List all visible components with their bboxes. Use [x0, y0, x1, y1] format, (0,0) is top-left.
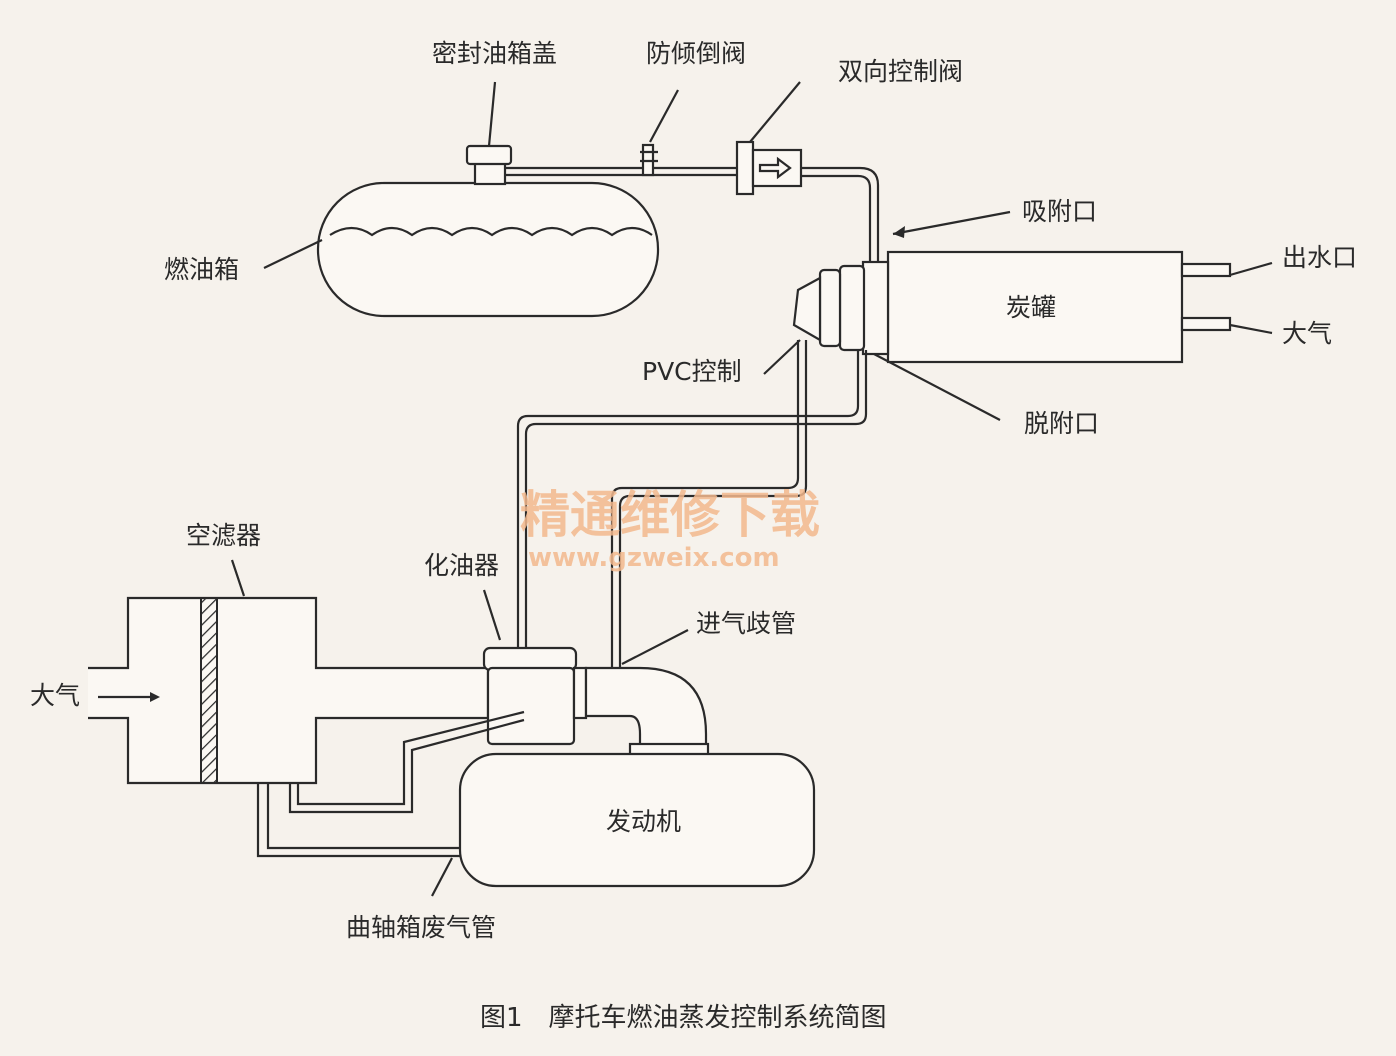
label-canister: 炭罐 [1006, 293, 1056, 322]
label-pvc-control: PVC控制 [642, 357, 742, 386]
rollover-valve [640, 143, 658, 177]
label-crankcase-pipe: 曲轴箱废气管 [346, 913, 496, 942]
label-fuel-tank: 燃油箱 [164, 255, 239, 284]
watermark-url: www.gzweix.com [528, 543, 780, 573]
figure-caption: 图1 摩托车燃油蒸发控制系统简图 [480, 1003, 887, 1033]
label-air-filter: 空滤器 [186, 521, 261, 550]
label-sealed-cap: 密封油箱盖 [432, 39, 557, 68]
label-water-outlet: 出水口 [1282, 243, 1357, 272]
adsorption-pipe [801, 166, 880, 266]
fuel-tank [316, 144, 660, 318]
label-carburetor: 化油器 [424, 551, 499, 580]
label-atmosphere-right: 大气 [1282, 319, 1332, 348]
carburetor [482, 646, 588, 746]
label-engine: 发动机 [606, 807, 681, 836]
label-desorption-port: 脱附口 [1024, 409, 1099, 438]
label-two-way-valve: 双向控制阀 [838, 57, 963, 86]
vent-line [505, 166, 740, 177]
engine [458, 752, 816, 888]
purge-lines [516, 340, 868, 668]
leader-lines [230, 81, 1273, 897]
label-intake-manifold: 进气歧管 [696, 609, 796, 638]
crankcase-lines [256, 710, 525, 858]
canister [792, 250, 1232, 364]
watermark: 精通维修下载 www.gzweix.com [520, 486, 820, 573]
watermark-title: 精通维修下载 [520, 486, 820, 544]
air-filter [88, 596, 490, 785]
label-rollover-valve: 防倾倒阀 [646, 39, 746, 68]
two-way-valve [735, 140, 803, 196]
label-atmosphere-left: 大气 [30, 681, 80, 710]
labels: 密封油箱盖 防倾倒阀 双向控制阀 燃油箱 吸附口 炭罐 出水口 大气 PVC控制… [30, 39, 1357, 942]
label-adsorption-port: 吸附口 [1022, 197, 1097, 226]
intake-manifold [584, 666, 710, 758]
